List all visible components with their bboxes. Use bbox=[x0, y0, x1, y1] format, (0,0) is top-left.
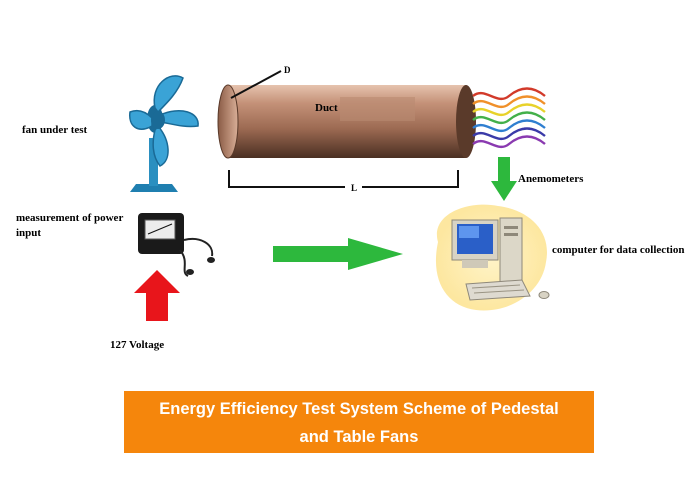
duct-label: Duct bbox=[315, 102, 338, 114]
air-flow-waves-icon bbox=[472, 87, 546, 149]
pedestal-fan-icon bbox=[129, 75, 199, 192]
computer-label: computer for data collection bbox=[552, 244, 685, 256]
fan-under-test-label: fan under test bbox=[22, 124, 88, 136]
anemometer-arrow bbox=[491, 157, 517, 201]
caption-line-1: Energy Efficiency Test System Scheme of … bbox=[159, 400, 559, 418]
diameter-label: D bbox=[284, 65, 291, 75]
power-meter-icon bbox=[138, 213, 215, 277]
length-bracket bbox=[228, 170, 459, 188]
anemometers-label: Anemometers bbox=[518, 173, 584, 185]
length-label: L bbox=[351, 183, 358, 193]
desktop-computer-icon bbox=[435, 204, 550, 311]
power-input-label: measurement of power input bbox=[16, 212, 124, 239]
caption-box: Energy Efficiency Test System Scheme of … bbox=[124, 391, 594, 453]
caption-line-2: and Table Fans bbox=[299, 428, 419, 446]
diameter-marker bbox=[230, 70, 282, 99]
voltage-label: 127 Voltage bbox=[110, 339, 165, 351]
duct bbox=[217, 70, 476, 159]
voltage-arrow bbox=[134, 270, 180, 321]
data-flow-arrow bbox=[273, 238, 403, 270]
